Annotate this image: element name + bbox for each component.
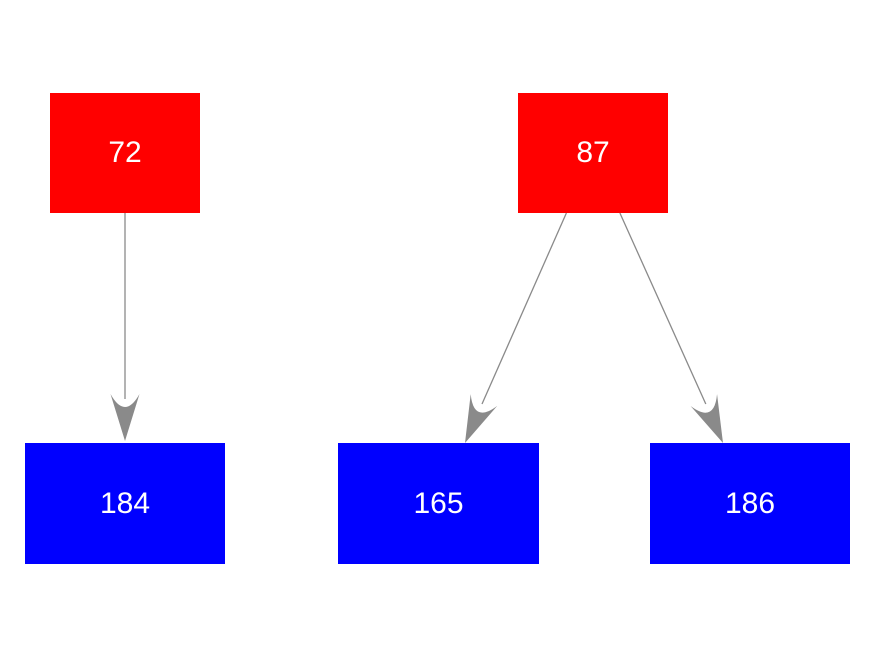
- arrowhead-icon: [690, 394, 737, 449]
- node-label: 186: [724, 486, 776, 520]
- node-label: 184: [99, 486, 151, 520]
- edge-87-165: [451, 212, 567, 449]
- edge-line: [481, 212, 567, 405]
- node-87: 87: [518, 93, 668, 213]
- node-label: 87: [576, 136, 610, 169]
- node-72: 72: [50, 93, 200, 213]
- node-184: 184: [25, 443, 225, 564]
- node-label: 165: [413, 486, 464, 520]
- node-label: 72: [108, 136, 142, 169]
- edge-line: [619, 212, 707, 405]
- edge-87-186: [619, 212, 737, 449]
- edge-72-184: [110, 213, 140, 441]
- arrowhead-icon: [451, 394, 498, 449]
- node-165: 165: [338, 443, 539, 564]
- node-186: 186: [650, 443, 850, 564]
- arrowhead-icon: [110, 394, 140, 441]
